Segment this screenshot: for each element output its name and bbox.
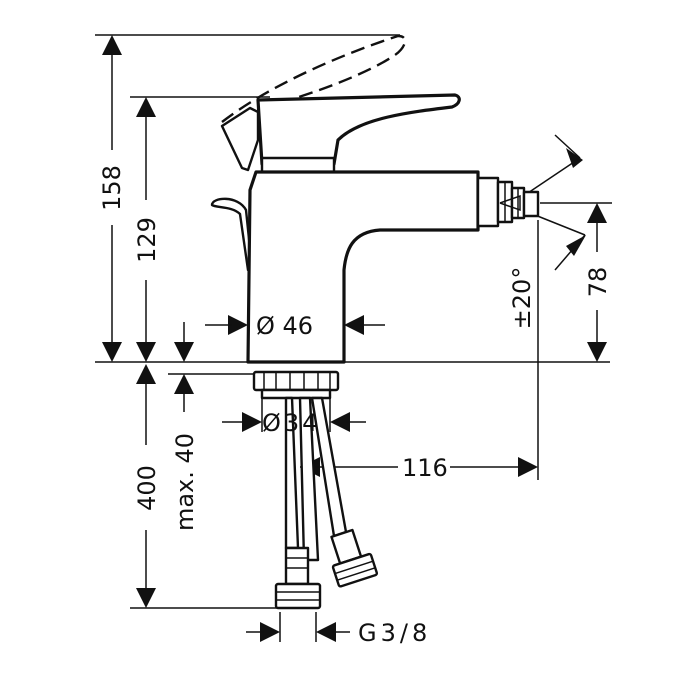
dimension-labels: 158 129 400 max. 40 78 ±20° Ø 46 Ø34 116…	[98, 165, 612, 647]
hose-fitting-left	[284, 546, 310, 586]
spray-nozzle	[476, 176, 500, 228]
dim-nozzle-height: 78	[584, 267, 612, 298]
faucet-body	[246, 170, 480, 364]
cartridge-neck	[260, 156, 336, 174]
dim-max-thickness: max. 40	[171, 433, 199, 531]
popup-rod	[210, 197, 254, 272]
dim-thread: G3/8	[358, 619, 431, 647]
extension-lines	[95, 34, 612, 642]
hose-middle	[298, 396, 320, 562]
vertical-dimension-lines	[111, 48, 598, 594]
lever-handle	[256, 93, 461, 166]
dim-spout-height: 129	[133, 217, 161, 263]
dim-body-diameter: Ø 46	[256, 312, 313, 340]
mounting-assembly	[252, 370, 379, 610]
dim-swivel-angle: ±20°	[508, 267, 536, 330]
dim-hole-diameter: Ø34	[262, 409, 320, 437]
dim-hose-length: 400	[133, 465, 161, 511]
lever-arm	[220, 106, 260, 172]
hose-connector-nut	[274, 582, 322, 610]
faucet-outline	[210, 34, 540, 364]
dim-total-height: 158	[98, 165, 126, 211]
dim-reach: 116	[402, 454, 448, 482]
mounting-nut	[252, 370, 340, 392]
